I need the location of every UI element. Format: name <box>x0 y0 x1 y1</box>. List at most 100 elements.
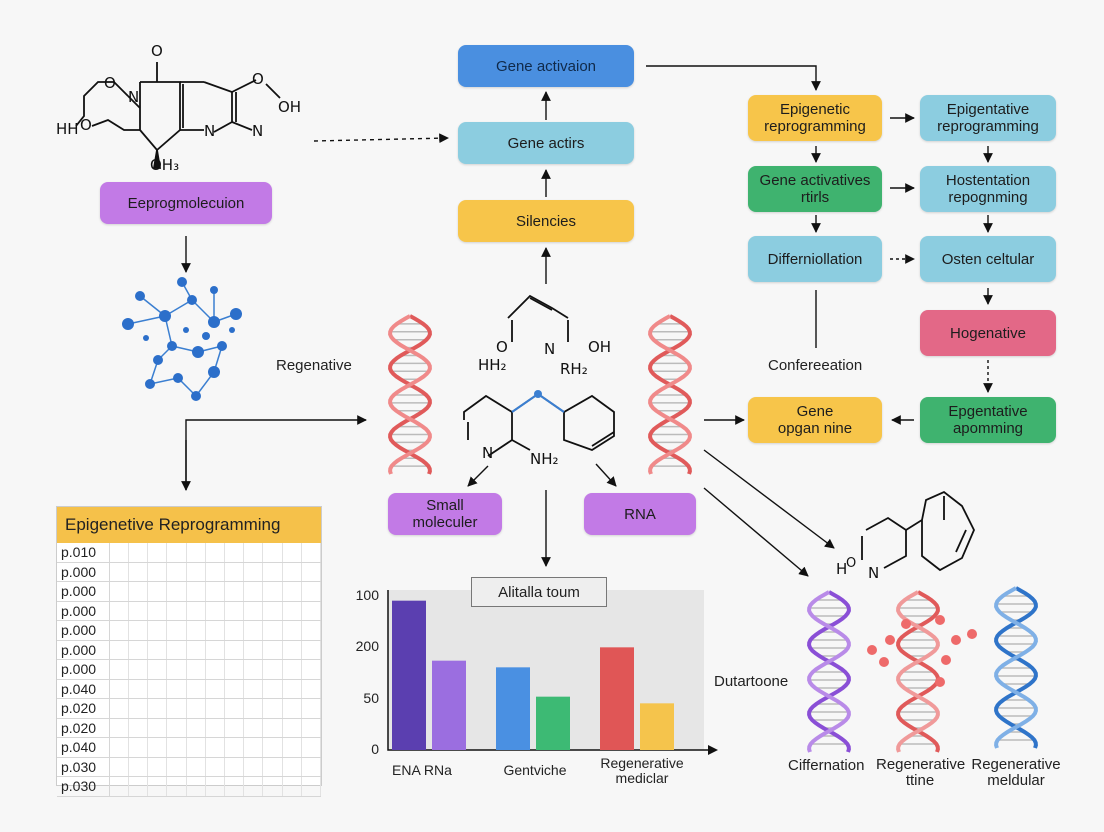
node-label-line1: Epigentative <box>946 101 1030 118</box>
molecule-dot <box>941 655 951 665</box>
table-cell <box>167 777 187 796</box>
table-cell <box>110 562 130 581</box>
table-row: p.030 <box>57 777 321 797</box>
label-line1: Regenerative <box>971 756 1061 773</box>
table-row: p.000 <box>57 601 321 621</box>
node-eeprogmolecuion[interactable]: Eeprogmolecuion <box>100 182 272 224</box>
table-row: p.040 <box>57 738 321 758</box>
table-cell <box>283 582 302 601</box>
node-label-line2: apomming <box>952 420 1024 437</box>
node-gene-actirs[interactable]: Gene actirs <box>458 122 634 164</box>
node-osten-cellular[interactable]: Osten celtular <box>920 236 1056 282</box>
table-cell <box>263 601 283 620</box>
node-label-line1: Hostentation <box>945 172 1031 189</box>
molecule-center <box>463 294 615 457</box>
table-cell <box>110 699 130 718</box>
table-cell <box>148 601 168 620</box>
node-label-line2: rtirls <box>800 189 830 206</box>
table-cell <box>129 679 149 698</box>
table-cell <box>129 543 149 562</box>
table-cell <box>148 640 168 659</box>
table-cell <box>206 699 225 718</box>
table-cell <box>225 777 245 796</box>
table-cell <box>244 679 264 698</box>
table-cell <box>283 640 302 659</box>
table-cell <box>148 777 168 796</box>
table-cell <box>110 738 130 757</box>
table-cell <box>148 718 168 737</box>
network-nodes <box>122 277 242 401</box>
node-label-line2: reprogramming <box>937 118 1039 135</box>
table-cell <box>187 718 206 737</box>
chem-right-o: O <box>846 556 857 571</box>
table-cell <box>110 660 130 679</box>
node-small-molecule[interactable]: Small moleculer <box>388 493 502 535</box>
table-cell <box>167 718 187 737</box>
table-cell <box>206 582 225 601</box>
table-cell <box>283 660 302 679</box>
node-label-line2: repognming <box>948 189 1028 206</box>
table-cell <box>263 621 283 640</box>
node-gene-activaion[interactable]: Gene activaion <box>458 45 634 87</box>
node-label-line1: Epgentative <box>948 403 1028 420</box>
table-row-label: p.030 <box>57 757 110 776</box>
node-differntiation[interactable]: Differniollation <box>748 236 882 282</box>
table-cell <box>283 738 302 757</box>
node-rna[interactable]: RNA <box>584 493 696 535</box>
table-cell <box>244 699 264 718</box>
label-ciffernation: Ciffernation <box>788 757 865 774</box>
table-cell <box>148 543 168 562</box>
table-row: p.000 <box>57 660 321 680</box>
table-cell <box>302 543 321 562</box>
node-label: Gene actirs <box>507 134 585 152</box>
table-cell <box>225 660 245 679</box>
table-cell <box>283 777 302 796</box>
table-cell <box>263 562 283 581</box>
chart-y-tick: 0 <box>371 741 379 757</box>
table-row-label: p.040 <box>57 679 110 698</box>
table-cell <box>206 738 225 757</box>
table-cell <box>187 621 206 640</box>
table-cell <box>187 699 206 718</box>
chart-y-tick: 50 <box>363 690 379 706</box>
table-cell <box>167 582 187 601</box>
table-cell <box>167 601 187 620</box>
table-cell <box>167 543 187 562</box>
dna-helix-purple <box>807 590 851 753</box>
table-row-label: p.020 <box>57 718 110 737</box>
label-dutartoone: Dutartoone <box>714 673 789 690</box>
chart-x-category: ENA RNa <box>392 762 452 778</box>
molecule-dot <box>879 657 889 667</box>
table-cell <box>225 621 245 640</box>
table-cell <box>283 601 302 620</box>
table-row-label: p.000 <box>57 582 110 601</box>
table-cell <box>263 738 283 757</box>
table-cell <box>110 757 130 776</box>
table-cell <box>110 718 130 737</box>
table-cell <box>263 582 283 601</box>
table-cell <box>225 738 245 757</box>
table-cell <box>129 699 149 718</box>
table-cell <box>187 601 206 620</box>
table-cell <box>263 543 283 562</box>
table-cell <box>206 757 225 776</box>
dna-helix-left <box>388 314 432 475</box>
molecule-right <box>861 490 975 572</box>
table-cell <box>110 582 130 601</box>
table-cell <box>110 601 130 620</box>
node-hogenative[interactable]: Hogenative <box>920 310 1056 356</box>
table-cell <box>148 757 168 776</box>
table-cell <box>187 757 206 776</box>
node-silencies[interactable]: Silencies <box>458 200 634 242</box>
chart-title: Alitalla toum <box>471 577 607 607</box>
